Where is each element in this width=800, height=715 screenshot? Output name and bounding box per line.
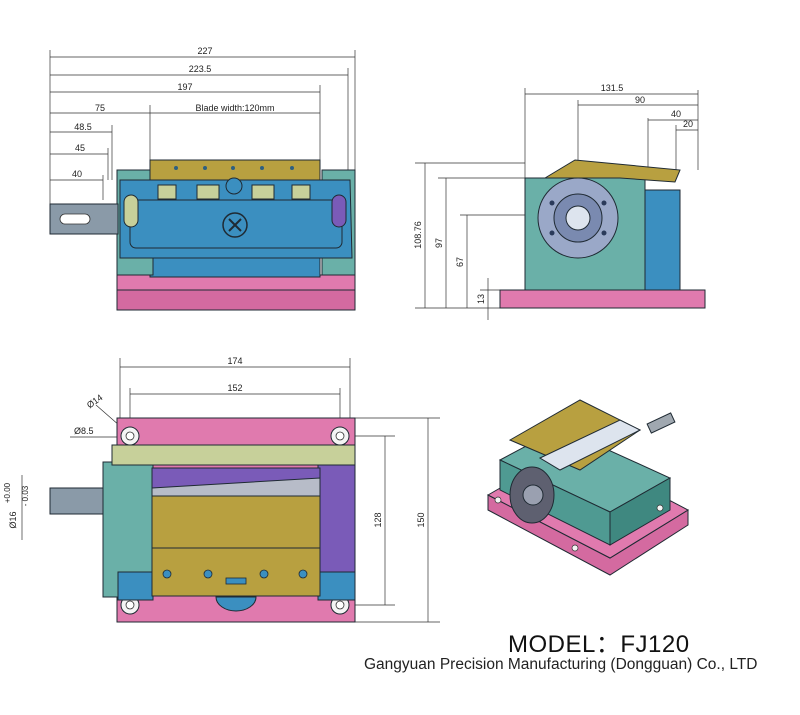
top-plate [111, 444, 356, 466]
side-view: 131.5 90 40 20 108.76 97 67 13 [413, 83, 706, 320]
logo-icon [222, 212, 248, 238]
shaft-tolerance-upper: +0.00 [3, 482, 12, 503]
dim-48-5: 48.5 [74, 122, 92, 132]
dim-dia-14: Ø14 [85, 392, 105, 410]
dim-75: 75 [95, 103, 105, 113]
front-view: 227 223.5 197 75 Blade width:120mm 48.5 … [49, 46, 356, 311]
dim-108-76: 108.76 [413, 221, 423, 249]
left-slot [123, 194, 139, 228]
dim-67: 67 [455, 257, 465, 267]
shaft-tolerance-dia: Ø16 [8, 511, 18, 528]
dim-dia-8-5: Ø8.5 [74, 426, 94, 436]
mounting-holes [120, 426, 350, 615]
shaft-tolerance-lower: - 0.03 [21, 485, 30, 506]
side-blade [543, 159, 681, 183]
dim-227: 227 [197, 46, 212, 56]
dim-40-side: 40 [671, 109, 681, 119]
dim-174: 174 [227, 356, 242, 366]
dim-152: 152 [227, 383, 242, 393]
dim-13: 13 [476, 294, 486, 304]
dim-20: 20 [683, 119, 693, 129]
isometric-view [486, 399, 690, 576]
dim-150: 150 [416, 512, 426, 527]
front-blade [149, 159, 321, 181]
company-name: Gangyuan Precision Manufacturing (Donggu… [364, 656, 758, 673]
dim-97: 97 [434, 238, 444, 248]
dim-131-5: 131.5 [601, 83, 624, 93]
top-view: 174 152 Ø14 Ø8.5 128 150 Ø16 +0.00 - 0.0… [3, 356, 440, 623]
dim-223-5: 223.5 [189, 64, 212, 74]
dim-90: 90 [635, 95, 645, 105]
side-base [499, 289, 706, 309]
dim-197: 197 [177, 82, 192, 92]
model-label: MODEL：FJ120 [508, 631, 690, 658]
dim-blade-width: Blade width:120mm [195, 103, 274, 113]
dim-40: 40 [72, 169, 82, 179]
dim-45: 45 [75, 143, 85, 153]
dim-128: 128 [373, 512, 383, 527]
top-shaft [49, 487, 106, 515]
right-slot [331, 194, 347, 228]
